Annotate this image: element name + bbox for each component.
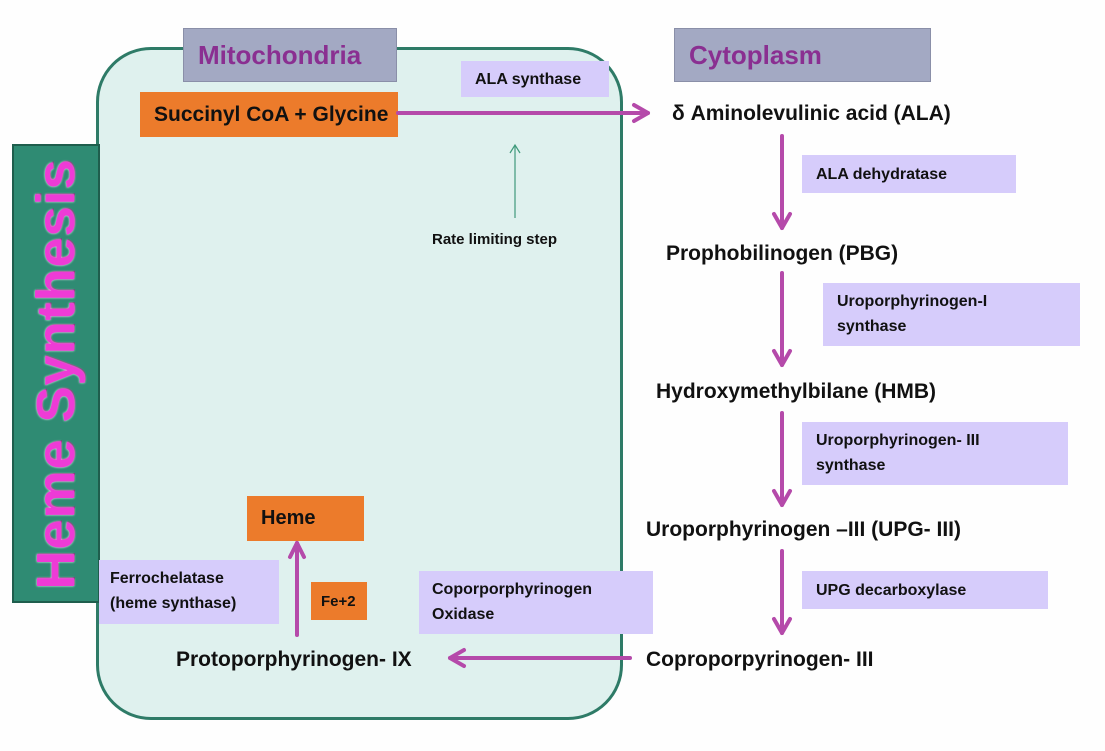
enzyme-upg-decarboxylase: UPG decarboxylase (802, 571, 1048, 609)
enzyme-label-line1: Ferrochelatase (110, 570, 224, 587)
enzyme-label: ALA dehydratase (816, 166, 947, 183)
heme-label: Heme (261, 507, 316, 529)
arrow-copro3-to-proto9 (448, 648, 632, 668)
cytoplasm-header: Cytoplasm (674, 28, 931, 82)
enzyme-ala-synthase: ALA synthase (461, 61, 609, 97)
metabolite-hmb: Hydroxymethylbilane (HMB) (656, 380, 937, 403)
substrates-box: Succinyl CoA + Glycine (140, 92, 398, 137)
arrow-upg3-to-copro3 (772, 549, 792, 635)
enzyme-label-line1: Coporporphyrinogen (432, 581, 592, 598)
mitochondria-label: Mitochondria (198, 39, 362, 70)
rate-limiting-arrow (509, 143, 521, 218)
enzyme-copro-oxidase: Coporporphyrinogen Oxidase (419, 571, 653, 634)
iron-box: Fe+2 (311, 582, 367, 620)
arrow-proto9-to-heme (288, 541, 306, 637)
enzyme-label-line2: synthase (837, 318, 907, 335)
enzyme-label: UPG decarboxylase (816, 582, 967, 599)
enzyme-uro1-synthase: Uroporphyrinogen-I synthase (823, 283, 1080, 346)
metabolite-proto9: Protoporphyrinogen- IX (176, 648, 412, 671)
arrow-substrates-to-ala (396, 103, 650, 123)
enzyme-label-line2: synthase (816, 457, 886, 474)
mitochondria-header: Mitochondria (183, 28, 397, 82)
metabolite-pbg: Prophobilinogen (PBG) (666, 242, 899, 265)
enzyme-label-line2: Oxidase (432, 606, 495, 623)
metabolite-ala: δ Aminolevulinic acid (ALA) (672, 102, 951, 125)
metabolite-copro3: Coproporpyrinogen- III (646, 648, 874, 671)
cytoplasm-label: Cytoplasm (689, 39, 822, 70)
iron-label: Fe+2 (321, 592, 356, 610)
enzyme-ala-dehydratase: ALA dehydratase (802, 155, 1016, 193)
enzyme-label-line2: (heme synthase) (110, 595, 237, 612)
enzyme-uro3-synthase: Uroporphyrinogen- III synthase (802, 422, 1068, 485)
title-bar: Heme Synthesis (12, 144, 100, 603)
metabolite-upg3: Uroporphyrinogen –III (UPG- III) (646, 518, 961, 541)
arrow-pbg-to-hmb (772, 271, 792, 367)
substrates-label: Succinyl CoA + Glycine (154, 102, 389, 126)
heme-box: Heme (247, 496, 364, 541)
enzyme-label-line1: Uroporphyrinogen-I (837, 293, 988, 310)
enzyme-label-line1: Uroporphyrinogen- III (816, 432, 980, 449)
enzyme-ferrochelatase: Ferrochelatase (heme synthase) (99, 560, 279, 624)
arrow-ala-to-pbg (772, 134, 792, 230)
enzyme-label: ALA synthase (475, 71, 582, 88)
arrow-hmb-to-upg3 (772, 411, 792, 507)
rate-limiting-note: Rate limiting step (432, 231, 558, 248)
